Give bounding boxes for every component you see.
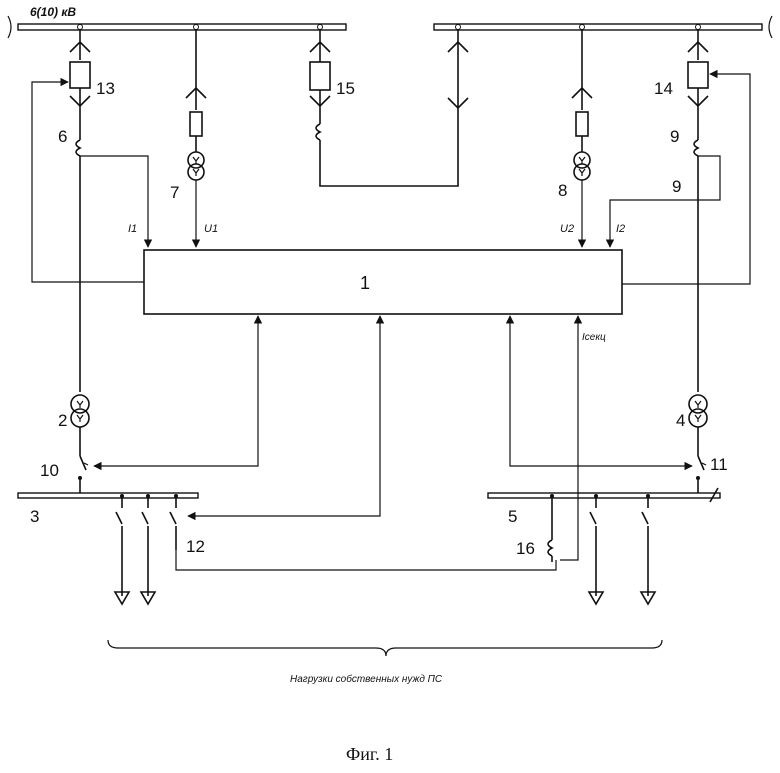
label-1: 1	[360, 273, 370, 293]
loads-caption: Нагрузки собственных нужд ПС	[290, 673, 443, 685]
label-14: 14	[654, 79, 673, 98]
link-switch-10	[94, 316, 258, 466]
link-ct-16	[176, 550, 556, 570]
breaker-13	[70, 30, 90, 140]
vt-feeder-8	[572, 30, 592, 247]
load-feeders-left	[115, 494, 178, 604]
label-11: 11	[710, 455, 728, 474]
switch-10	[78, 456, 88, 494]
label-6: 6	[58, 127, 67, 146]
switch-11	[696, 456, 706, 494]
label-7: 7	[170, 183, 179, 202]
ct-9	[610, 140, 720, 247]
label-10: 10	[40, 461, 59, 480]
control-line-14	[622, 74, 750, 284]
label-4: 4	[676, 411, 685, 430]
signal-u1: U1	[204, 223, 218, 235]
link-section-current	[560, 316, 578, 560]
label-15: 15	[336, 79, 355, 98]
signal-i1: I1	[128, 223, 137, 235]
label-9-ct: 9	[670, 127, 679, 146]
signal-i2: I2	[616, 223, 625, 235]
label-8: 8	[558, 181, 567, 200]
breaker-14	[688, 30, 708, 140]
controller-block-1	[144, 250, 622, 314]
signal-section-current: Iсекц	[582, 332, 606, 343]
label-5: 5	[508, 507, 517, 526]
loads-brace	[108, 640, 662, 656]
label-3: 3	[30, 507, 39, 526]
breaker-15	[310, 30, 468, 186]
link-switch-12	[188, 316, 380, 516]
transformer-4	[689, 395, 707, 456]
signal-u2: U2	[560, 223, 574, 235]
label-13: 13	[96, 79, 115, 98]
busbar-left	[8, 16, 346, 38]
busbar-right	[434, 16, 772, 38]
vt-feeder-7	[186, 30, 206, 247]
lv-busbar-3	[18, 493, 198, 498]
load-feeders-right	[548, 494, 655, 604]
voltage-label: 6(10) кВ	[30, 5, 76, 19]
ct-6	[76, 140, 148, 247]
lv-busbar-5	[488, 493, 720, 498]
figure-caption: Фиг. 1	[346, 744, 393, 764]
label-2: 2	[58, 411, 67, 430]
label-16: 16	[516, 539, 535, 558]
transformer-2	[71, 395, 89, 456]
label-12: 12	[186, 537, 205, 556]
label-9-wire: 9	[672, 177, 681, 196]
control-line-13	[32, 82, 144, 282]
